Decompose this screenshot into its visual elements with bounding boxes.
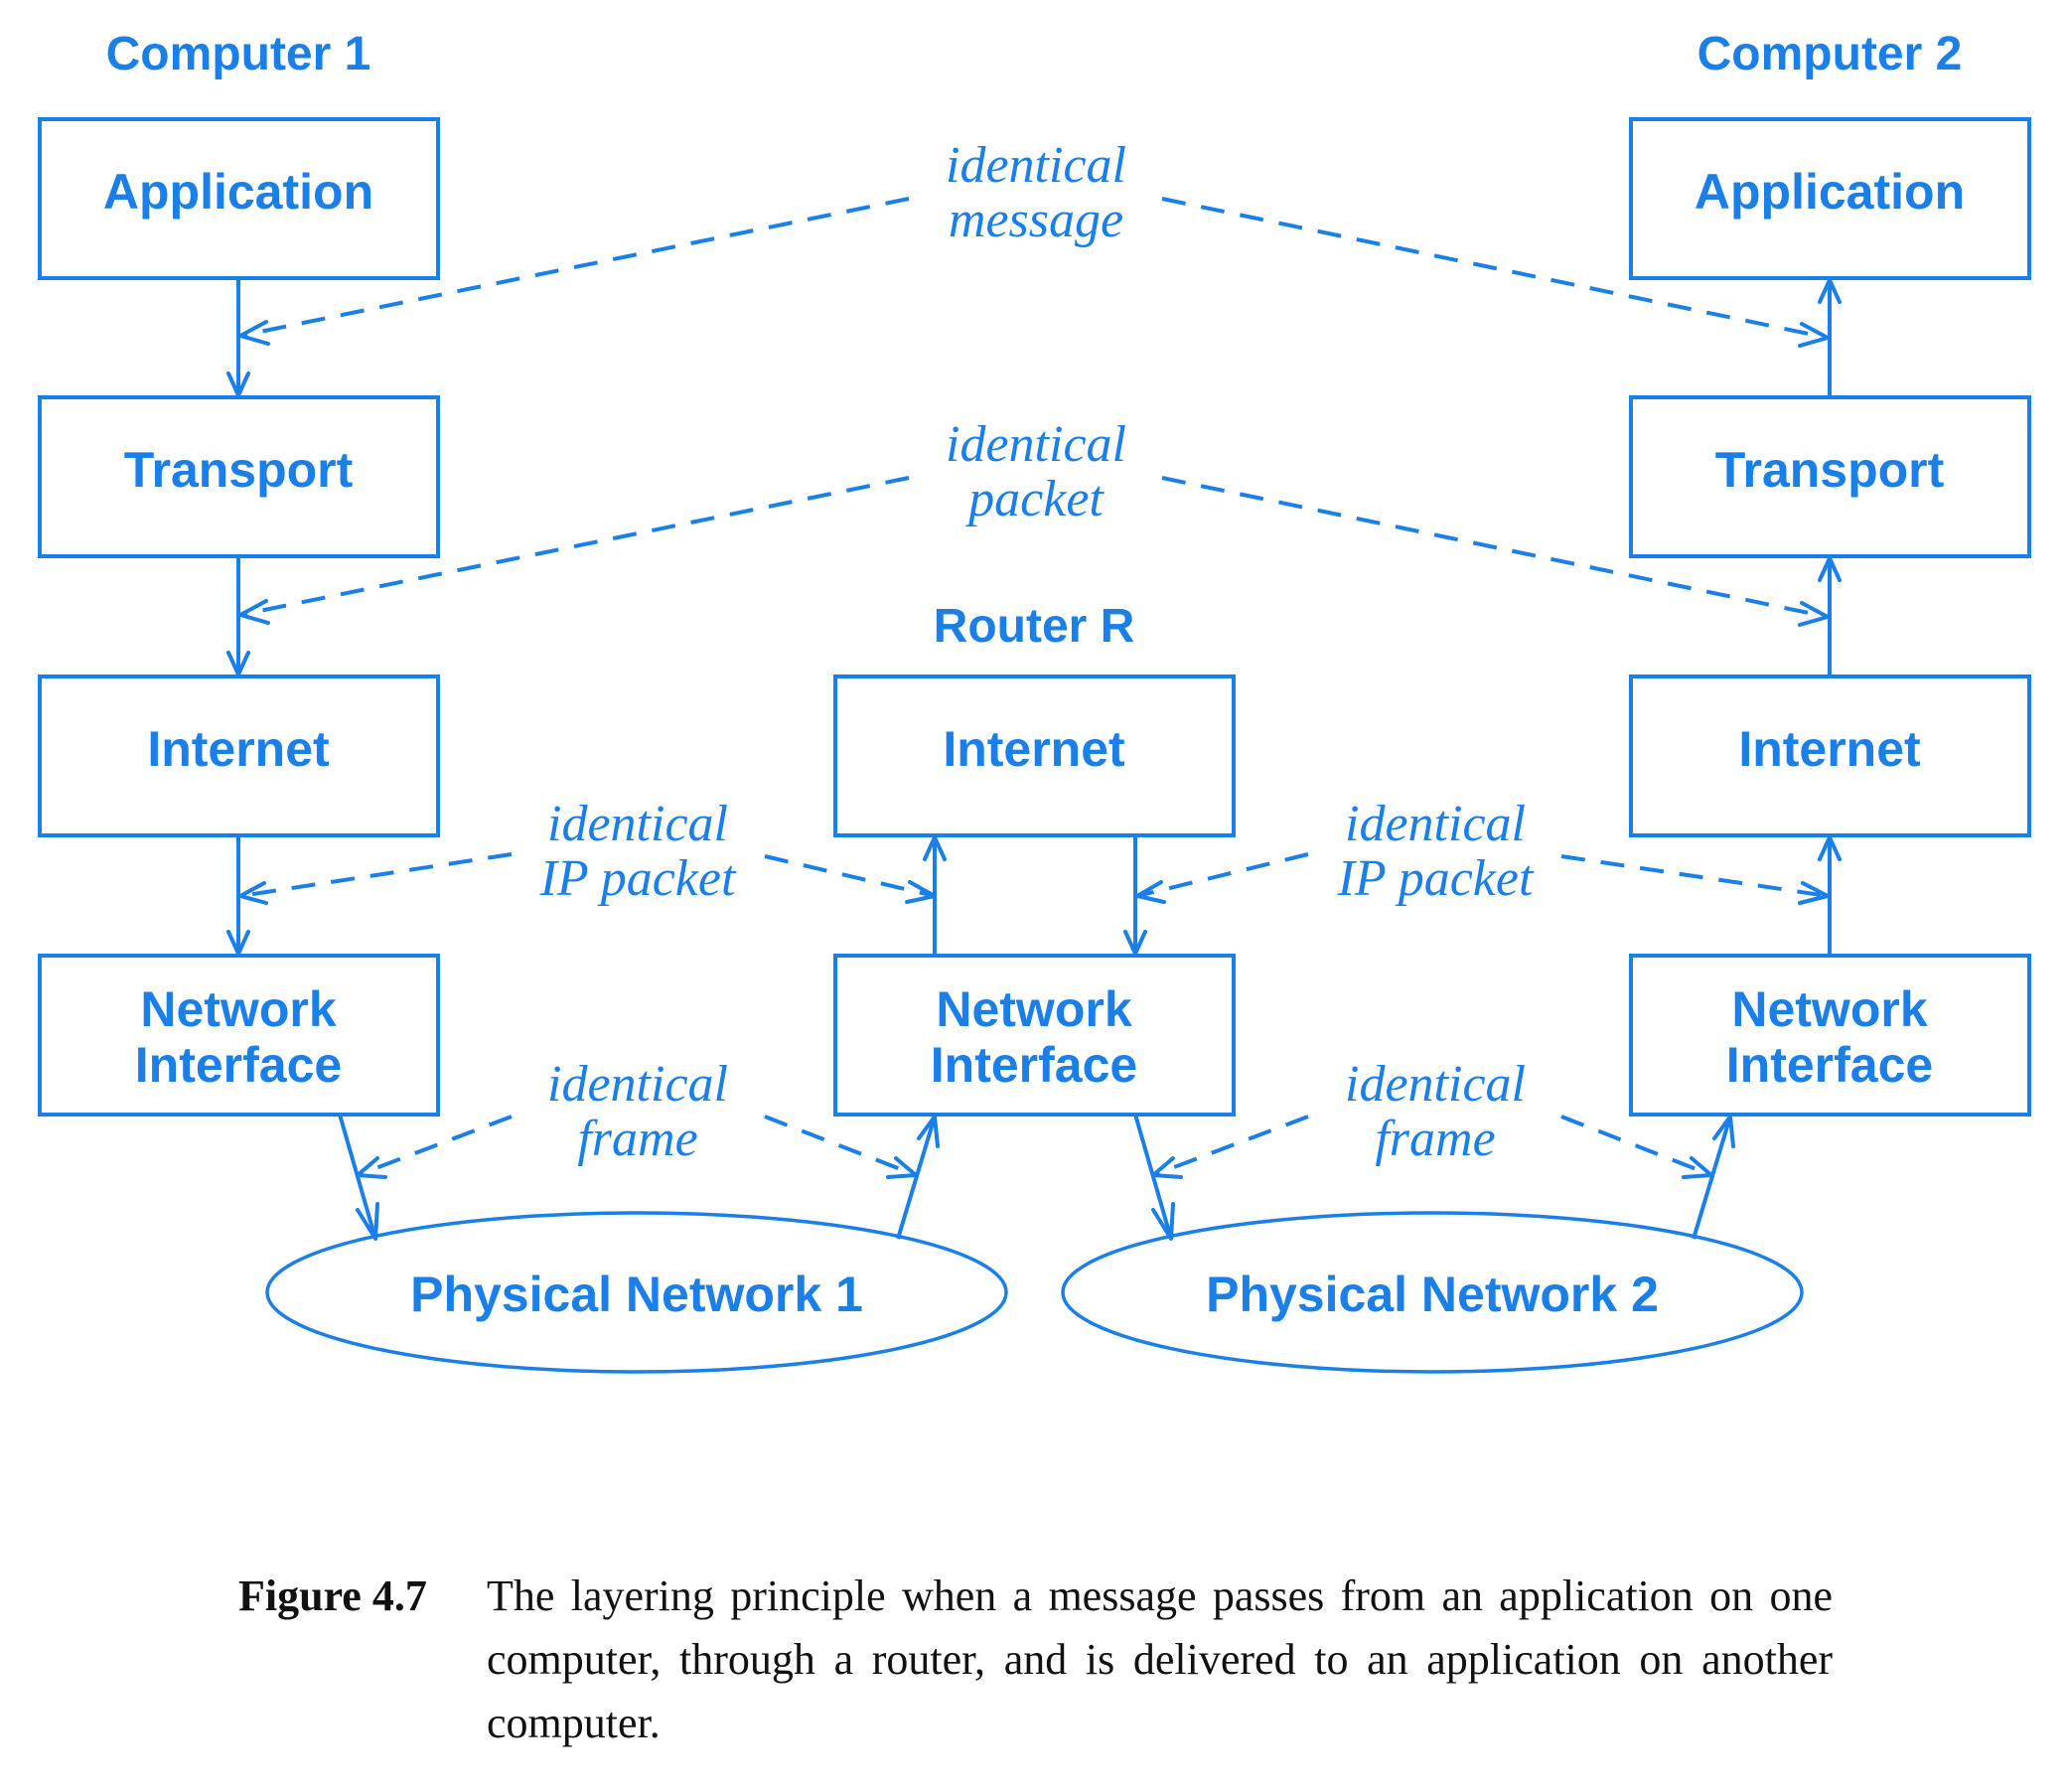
c1-netif-label-2: Interface [135,1037,342,1093]
figure-caption: Figure 4.7 The layering principle when a… [238,1565,1833,1755]
computer2-title: Computer 2 [1697,28,1963,80]
c2-netif-label-2: Interface [1726,1037,1933,1093]
physical-network-2 [1061,1211,1804,1374]
peer-message-lines [238,197,1830,348]
peer-message-label-2: message [949,192,1123,248]
computer1-stack: Application Transport Internet Network I… [38,117,440,1117]
c1-transport-label: Transport [124,442,354,498]
r-internet-box [833,674,1236,837]
r-internet-label: Internet [943,721,1125,777]
r-netif-label-1: Network [936,981,1131,1037]
physical-network-1-label: Physical Network 1 [410,1267,863,1322]
peer-frame-1-label-2: frame [577,1111,697,1167]
c2-application-box [1629,117,2031,280]
caption-text: The layering principle when a message pa… [487,1571,1833,1747]
physical-network-1 [265,1211,1008,1374]
figure-number: Figure 4.7 [238,1571,427,1620]
c2-netif-label-1: Network [1731,981,1927,1037]
peer-packet-lines [238,476,1830,627]
peer-frame-2-label-2: frame [1375,1111,1495,1167]
peer-packet-label-1: identical [946,416,1126,473]
peer-frame-1-label-1: identical [547,1056,728,1113]
c1-netif-label-1: Network [140,981,336,1037]
c2-application-label: Application [1695,164,1965,220]
router-title: Router R [934,600,1135,653]
peer-ip-packet-1-label-1: identical [547,796,728,852]
physical-network-2-label: Physical Network 2 [1206,1267,1659,1322]
c1-down-arrows [226,278,379,1241]
c2-internet-label: Internet [1738,721,1921,777]
peer-ip-packet-1-label-2: IP packet [539,850,737,907]
router-stack: Internet Network Interface [833,674,1236,1117]
peer-packet-label-2: packet [964,471,1105,527]
peer-ip-packet-2-label-1: identical [1345,796,1526,852]
c1-netif-box [38,954,440,1117]
computer1-title: Computer 1 [106,28,371,80]
c2-transport-label: Transport [1715,442,1945,498]
r-netif-box [833,954,1236,1117]
c2-up-arrows [1692,278,1842,1240]
peer-frame-2-label-1: identical [1345,1056,1526,1113]
c1-internet-label: Internet [147,721,330,777]
peer-ip-packet-lines [238,852,1830,905]
peer-message-label-1: identical [946,137,1126,194]
peer-frame-lines [356,1115,1713,1179]
computer2-stack: Application Transport Internet Network I… [1629,117,2031,1117]
r-netif-label-2: Interface [931,1037,1137,1093]
peer-ip-packet-2-label-2: IP packet [1337,850,1535,907]
c1-application-label: Application [103,164,373,220]
